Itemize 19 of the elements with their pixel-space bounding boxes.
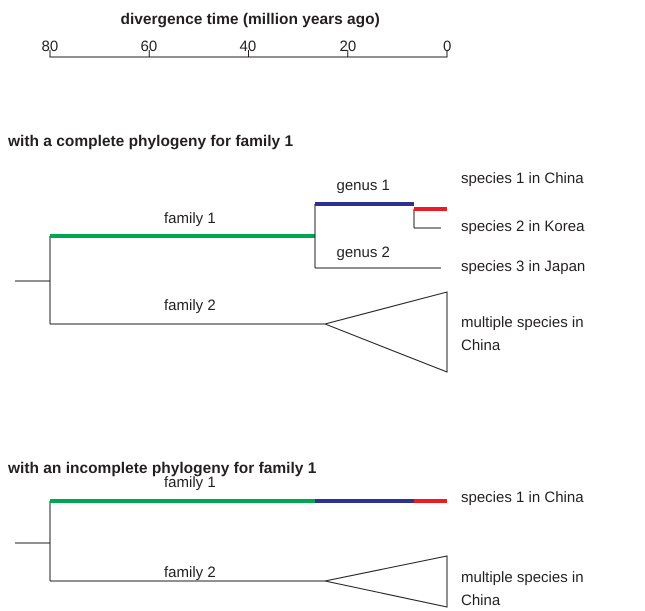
branch-label: family 1	[164, 210, 216, 228]
tick-label: 40	[240, 38, 256, 56]
branch-label: genus 2	[336, 244, 390, 262]
section-heading: with an incomplete phylogeny for family 1	[8, 460, 316, 477]
tip-label: species 1 in China	[461, 489, 584, 507]
tip-label: species 1 in China	[461, 170, 584, 188]
axis-title: divergence time (million years ago)	[120, 11, 380, 29]
tick-label: 60	[140, 38, 158, 56]
section-heading: with a complete phylogeny for family 1	[8, 133, 294, 151]
tip-label: multiple species in China	[461, 568, 585, 611]
tip-label: species 2 in Korea	[461, 218, 584, 236]
tick-label: 0	[443, 38, 452, 56]
tick-label: 80	[42, 38, 58, 56]
branch-label: genus 1	[336, 177, 390, 195]
tick-label: 20	[340, 38, 356, 56]
branch-label: family 2	[164, 564, 216, 582]
tip-label: multiple species in China	[461, 313, 585, 356]
tip-label: species 3 in Japan	[461, 258, 586, 276]
branch-label: family 2	[164, 297, 216, 315]
